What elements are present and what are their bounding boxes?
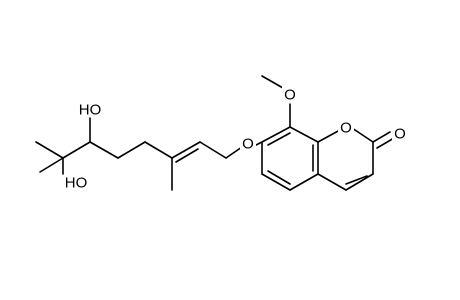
bond: [317, 173, 347, 191]
bond: [62, 141, 91, 159]
hydroxyl-upper-label: HO: [79, 102, 102, 119]
ring-oxygen-label: O: [340, 120, 352, 137]
bond: [345, 173, 374, 191]
bond: [261, 75, 284, 89]
benzene-ring: [261, 126, 319, 191]
hydroxyl-lower-label: HO: [65, 175, 88, 192]
carbonyl-bond: [376, 137, 395, 149]
carbonyl-bond: [372, 131, 391, 143]
bond: [144, 141, 173, 159]
bond: [89, 141, 119, 159]
bond: [39, 157, 64, 173]
double-bond-inner: [345, 175, 368, 185]
bond: [199, 141, 227, 159]
bond: [289, 173, 319, 191]
double-bond-inner: [175, 148, 199, 163]
atom-labels: O O O O HO HO: [65, 85, 408, 192]
ether-oxygen-label: O: [242, 136, 254, 153]
double-bond-inner: [267, 132, 291, 146]
side-chain: [35, 117, 227, 191]
bond: [117, 141, 146, 159]
bond: [261, 126, 291, 143]
methoxy-oxygen-label: O: [284, 87, 296, 104]
bond: [225, 146, 243, 159]
pyrone-ring: [317, 127, 395, 191]
carbonyl-oxygen-label: O: [394, 126, 406, 143]
bond: [171, 141, 201, 159]
bond: [351, 127, 374, 143]
bond: [317, 129, 341, 143]
bond: [261, 173, 291, 191]
bond: [35, 141, 64, 159]
double-bond-inner: [267, 170, 291, 185]
bond: [289, 126, 319, 143]
methoxy-group: [261, 75, 291, 128]
